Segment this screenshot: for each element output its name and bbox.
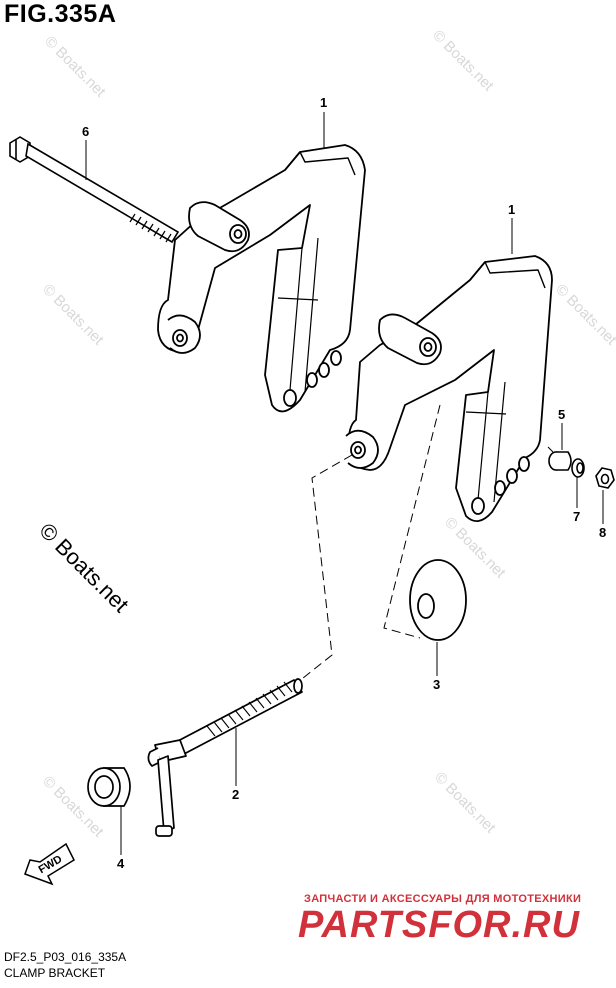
figure-name: CLAMP BRACKET: [4, 966, 106, 980]
watermark: © Boats.net: [431, 769, 499, 837]
callout-1-front: 1: [508, 202, 515, 217]
callout-5: 5: [558, 407, 565, 422]
callout-6: 6: [82, 124, 89, 139]
part-1-clamp-bracket-back: [157, 144, 366, 413]
figure-title: FIG.335A: [4, 0, 117, 28]
ad-tagline: ЗАПЧАСТИ И АКСЕССУАРЫ ДЛЯ МОТОТЕХНИКИ: [304, 893, 582, 905]
callouts: 1 1 2 3 4 5 6 7 8: [82, 95, 606, 871]
leader-lines: [85, 112, 604, 855]
watermark-large: © Boats.net: [34, 518, 133, 617]
part-4-knob: [87, 767, 131, 807]
callout-1-back: 1: [320, 95, 327, 110]
part-2-clamp-screw: [147, 678, 303, 837]
ad-logo[interactable]: PARTSFOR.RU: [298, 904, 580, 946]
callout-7: 7: [573, 509, 580, 524]
watermark: © Boats.net: [41, 33, 109, 101]
part-3-washer: [409, 559, 467, 641]
part-8-nut: [595, 467, 615, 489]
callout-3: 3: [433, 677, 440, 692]
part-7-washer: [571, 458, 585, 478]
callout-8: 8: [599, 525, 606, 540]
watermark: © Boats.net: [552, 281, 616, 349]
callout-2: 2: [232, 787, 239, 802]
callout-4: 4: [117, 856, 125, 871]
watermark: © Boats.net: [39, 281, 107, 349]
figure-code: DF2.5_P03_016_335A: [4, 950, 127, 964]
watermark: © Boats.net: [429, 27, 497, 95]
part-6-bolt: [9, 136, 180, 244]
fwd-arrow-icon: FWD: [24, 842, 75, 886]
part-1-clamp-bracket-front: [345, 255, 553, 522]
part-5-bushing: [548, 451, 572, 471]
